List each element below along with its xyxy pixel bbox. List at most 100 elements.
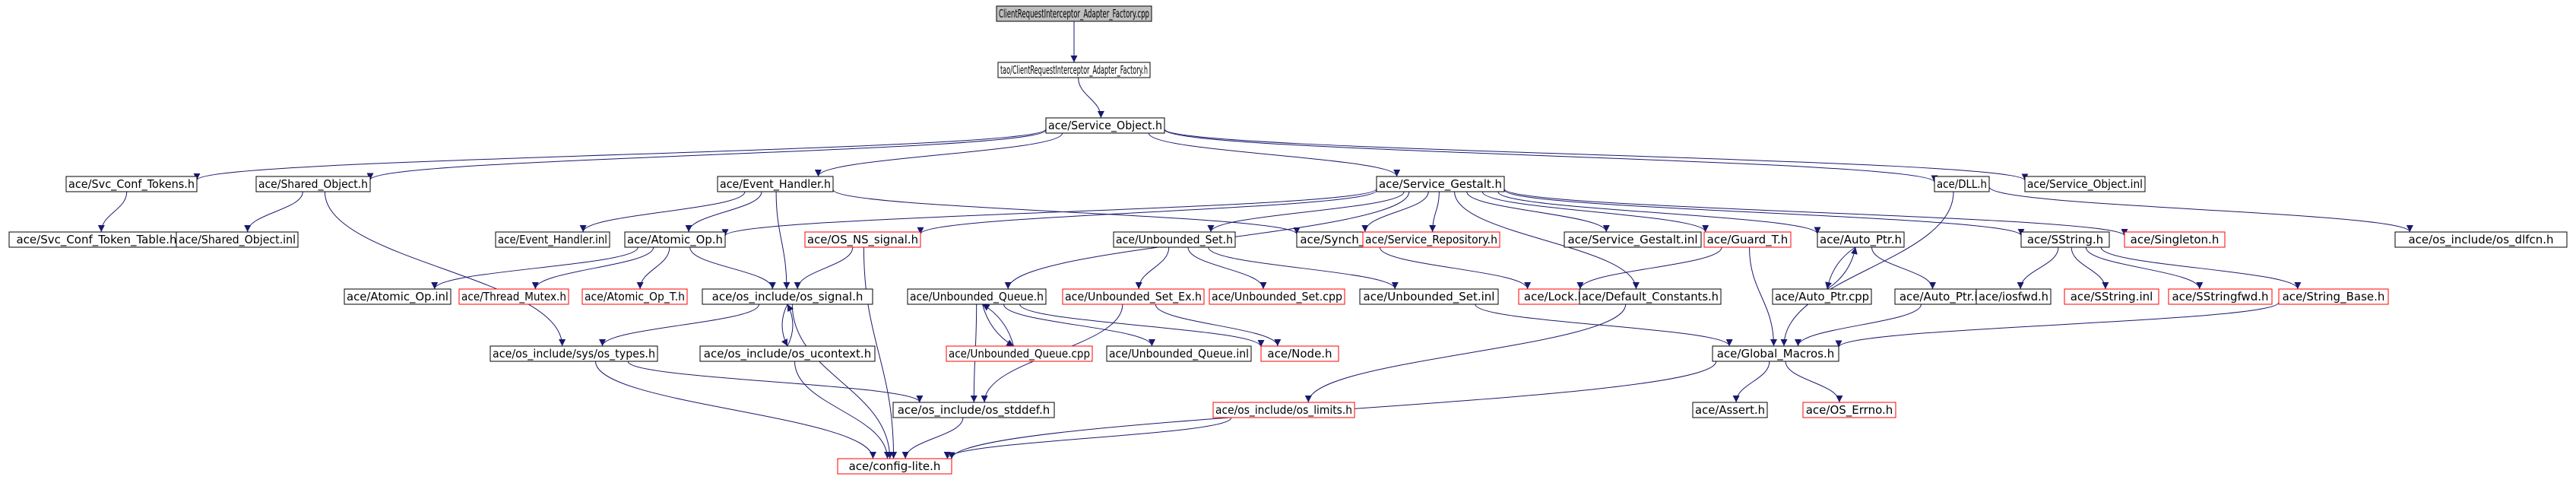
node-singleton[interactable]: ace/Singleton.h: [2124, 231, 2226, 248]
edge-sstring-to-iosfwd: [2017, 246, 2059, 290]
node-atomict[interactable]: ace/Atomic_Op_T.h: [581, 288, 688, 305]
node-iosfwd[interactable]: ace/iosfwd.h: [1976, 288, 2052, 305]
node-gestaltinl[interactable]: ace/Service_Gestalt.inl: [1564, 231, 1702, 248]
node-box-sstringfwd: [2168, 288, 2273, 305]
node-box-atomic: [624, 231, 726, 248]
node-box-iosfwd: [1976, 288, 2052, 305]
node-label-singleton: ace/Singleton.h: [2131, 233, 2220, 246]
node-globalmacros[interactable]: ace/Global_Macros.h: [1712, 345, 1839, 362]
node-label-assert: ace/Assert.h: [1695, 403, 1765, 417]
node-label-dll: ace/DLL.h: [1937, 177, 1987, 191]
edges-layer: [97, 21, 2413, 459]
node-root: ClientRequestInterceptor_Adapter_Factory…: [996, 5, 1152, 22]
node-box-dlfcn: [2394, 231, 2568, 248]
edge-svcconf-to-tokentable: [97, 191, 128, 233]
node-sharedinl[interactable]: ace/Shared_Object.inl: [176, 231, 299, 248]
node-box-sharedobj: [255, 176, 371, 192]
node-atomic[interactable]: ace/Atomic_Op.h: [624, 231, 726, 248]
node-svcobjinl[interactable]: ace/Service_Object.inl: [2024, 176, 2146, 192]
node-box-stddef: [892, 402, 1055, 418]
node-unbset[interactable]: ace/Unbounded_Set.h: [1113, 231, 1236, 248]
node-label-sstring: ace/SString.h: [2027, 233, 2103, 246]
node-box-unbqueue: [907, 288, 1047, 305]
node-label-ossignal: ace/os_include/os_signal.h: [712, 290, 863, 304]
node-dlfcn[interactable]: ace/os_include/os_dlfcn.h: [2394, 231, 2568, 248]
node-evhinl[interactable]: ace/Event_Handler.inl: [495, 231, 610, 248]
node-box-assert: [1692, 402, 1768, 418]
node-label-atomicinl: ace/Atomic_Op.inl: [347, 290, 448, 304]
node-label-svcrepo: ace/Service_Repository.h: [1365, 233, 1497, 247]
node-guard[interactable]: ace/Guard_T.h: [1703, 231, 1792, 248]
node-box-autoptr: [1817, 231, 1905, 248]
node-limits[interactable]: ace/os_include/os_limits.h: [1212, 402, 1355, 418]
node-box-guard: [1703, 231, 1792, 248]
node-svcconf[interactable]: ace/Svc_Conf_Tokens.h: [65, 176, 198, 192]
node-svcrepo[interactable]: ace/Service_Repository.h: [1362, 231, 1500, 248]
node-sstring[interactable]: ace/SString.h: [2020, 231, 2110, 248]
node-assert[interactable]: ace/Assert.h: [1692, 402, 1768, 418]
node-autoptrcpp[interactable]: ace/Auto_Ptr.cpp: [1772, 288, 1872, 305]
node-sharedobj[interactable]: ace/Shared_Object.h: [255, 176, 371, 192]
node-svcobj[interactable]: ace/Service_Object.h: [1045, 117, 1165, 134]
node-ossignal[interactable]: ace/os_include/os_signal.h: [702, 288, 873, 305]
node-unbsetcpp[interactable]: ace/Unbounded_Set.cpp: [1209, 288, 1345, 305]
edge-synch-to-lock: [1379, 246, 1532, 290]
edge-svcobj-to-evh: [815, 132, 1063, 177]
node-label-svcobjinl: ace/Service_Object.inl: [2027, 177, 2143, 192]
node-box-systypes: [490, 345, 658, 362]
node-tao[interactable]: tao/ClientRequestInterceptor_Adapter_Fac…: [997, 62, 1151, 78]
node-label-gestaltinl: ace/Service_Gestalt.inl: [1567, 233, 1697, 247]
node-unbsetinl[interactable]: ace/Unbounded_Set.inl: [1359, 288, 1499, 305]
node-sstringfwd[interactable]: ace/SStringfwd.h: [2168, 288, 2273, 305]
node-autoptr[interactable]: ace/Auto_Ptr.h: [1817, 231, 1905, 248]
node-gestalt[interactable]: ace/Service_Gestalt.h: [1376, 176, 1505, 192]
node-box-singleton: [2124, 231, 2226, 248]
node-box-gestaltinl: [1564, 231, 1702, 248]
node-box-unbset: [1113, 231, 1236, 248]
node-threadmutex[interactable]: ace/Thread_Mutex.h: [458, 288, 569, 305]
edge-gestalt-to-synch: [1361, 191, 1429, 233]
node-ucontext[interactable]: ace/os_include/os_ucontext.h: [699, 345, 876, 362]
edge-guard-to-globalmacros: [1749, 246, 1777, 347]
node-osns[interactable]: ace/OS_NS_signal.h: [804, 231, 921, 248]
node-atomicinl[interactable]: ace/Atomic_Op.inl: [344, 288, 452, 305]
node-box-svcobjinl: [2024, 176, 2146, 192]
node-stringbase[interactable]: ace/String_Base.h: [2278, 288, 2389, 305]
edge-ossignal-to-configlite: [791, 303, 894, 459]
edge-gestalt-to-sstring: [1503, 189, 2025, 237]
node-evh[interactable]: ace/Event_Handler.h: [717, 176, 834, 192]
edge-ossignal-to-systypes: [599, 303, 759, 347]
edge-evh-to-evhinl: [579, 191, 746, 233]
node-tokentable[interactable]: ace/Svc_Conf_Token_Table.h: [8, 231, 185, 248]
node-label-atomict: ace/Atomic_Op_T.h: [585, 290, 685, 304]
node-autoptrinl[interactable]: ace/Auto_Ptr.inl: [1894, 288, 1993, 305]
edge-dll-to-dlfcn: [1988, 186, 2413, 233]
node-unbqinl[interactable]: ace/Unbounded_Queue.inl: [1106, 345, 1252, 362]
node-label-guard: ace/Guard_T.h: [1707, 233, 1789, 247]
node-dll[interactable]: ace/DLL.h: [1934, 176, 1990, 192]
edge-gestalt-to-guard: [1481, 191, 1709, 233]
node-sstringinl[interactable]: ace/SString.inl: [2064, 288, 2159, 305]
node-node[interactable]: ace/Node.h: [1260, 345, 1339, 362]
node-unbsetex[interactable]: ace/Unbounded_Set_Ex.h: [1062, 288, 1205, 305]
node-label-unbqueue: ace/Unbounded_Queue.h: [910, 290, 1044, 304]
node-label-errno: ace/OS_Errno.h: [1806, 403, 1893, 418]
node-label-autoptrcpp: ace/Auto_Ptr.cpp: [1775, 290, 1869, 304]
node-label-ucontext: ace/os_include/os_ucontext.h: [704, 347, 871, 361]
node-box-svcobj: [1045, 117, 1165, 134]
node-label-unbsetex: ace/Unbounded_Set_Ex.h: [1065, 290, 1202, 304]
edge-atomic-to-ossignal: [689, 246, 776, 290]
node-configlite[interactable]: ace/config-lite.h: [837, 458, 952, 475]
node-unbqcpp[interactable]: ace/Unbounded_Queue.cpp: [946, 345, 1093, 362]
node-lock[interactable]: ace/Lock.h: [1518, 288, 1591, 305]
node-unbqueue[interactable]: ace/Unbounded_Queue.h: [907, 288, 1047, 305]
node-errno[interactable]: ace/OS_Errno.h: [1802, 402, 1896, 418]
node-defconst[interactable]: ace/Default_Constants.h: [1579, 288, 1722, 305]
node-box-unbqcpp: [946, 345, 1093, 362]
node-systypes[interactable]: ace/os_include/sys/os_types.h: [490, 345, 658, 362]
node-label-stddef: ace/os_include/os_stddef.h: [898, 403, 1050, 418]
node-stddef[interactable]: ace/os_include/os_stddef.h: [892, 402, 1055, 418]
node-label-tokentable: ace/Svc_Conf_Token_Table.h: [16, 233, 176, 247]
edge-evh-to-atomic: [685, 191, 762, 233]
node-box-sstringinl: [2064, 288, 2159, 305]
